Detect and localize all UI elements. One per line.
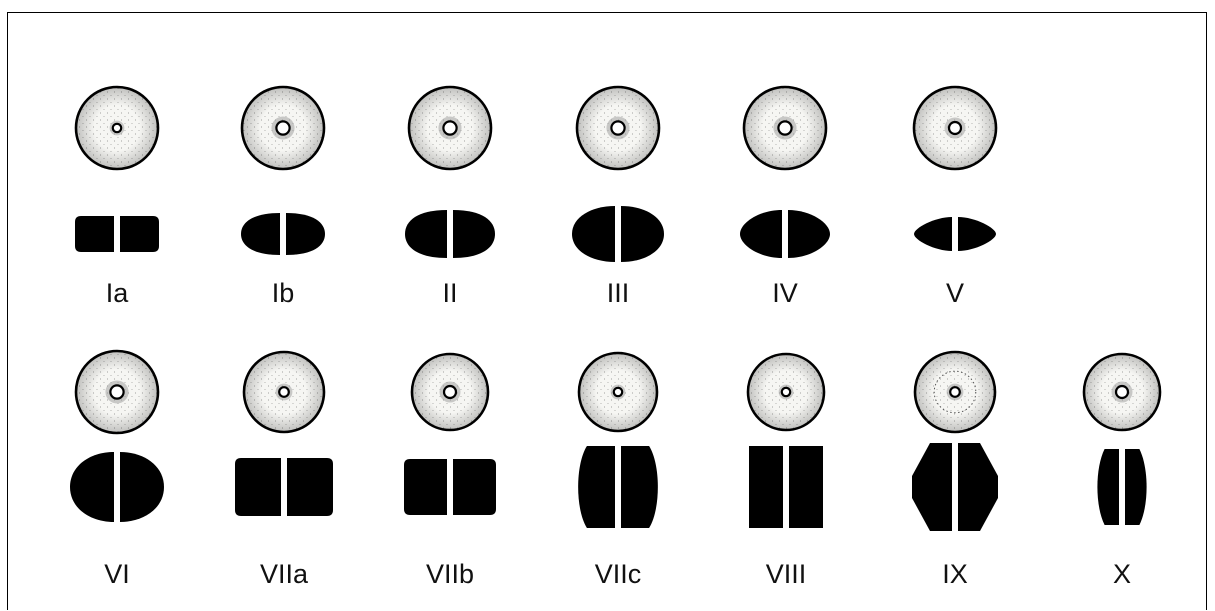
- bead-type-viii: [746, 352, 826, 528]
- bead-type-label: VIIc: [594, 559, 642, 589]
- bead-type-label: IX: [942, 559, 968, 589]
- bead-type-iv: [740, 85, 830, 258]
- bead-type-label: X: [1112, 559, 1131, 589]
- bead-type-label: II: [442, 278, 458, 308]
- bead-type-label: VIII: [765, 559, 807, 589]
- bead-profile: [70, 452, 164, 522]
- bead-profile: [914, 217, 996, 251]
- bead-top-view: [410, 352, 490, 432]
- bead-top-view: [912, 85, 998, 171]
- bead-profile: [912, 443, 998, 531]
- bead-profile: [404, 459, 496, 515]
- bead-type-x: [1082, 352, 1162, 525]
- bead-top-view: [240, 85, 326, 171]
- bead-top-view: [407, 85, 493, 171]
- bead-type-label: VI: [104, 559, 130, 589]
- bead-profile: [75, 216, 159, 252]
- bead-top-view: [913, 350, 997, 434]
- bead-top-view: [74, 85, 160, 171]
- bead-profile: [235, 458, 333, 516]
- bead-profile: [572, 206, 664, 262]
- bead-top-view: [577, 351, 659, 433]
- bead-type-ib: [240, 85, 326, 255]
- bead-top-view: [746, 352, 826, 432]
- bead-type-label: V: [945, 278, 964, 308]
- bead-type-viic: [577, 351, 659, 528]
- bead-profile: [405, 210, 495, 258]
- bead-profile: [1097, 449, 1147, 525]
- bead-type-ii: [405, 85, 495, 258]
- bead-top-view: [1082, 352, 1162, 432]
- bead-drawings: [70, 85, 1162, 531]
- bead-type-vi: [70, 349, 164, 522]
- bead-top-view: [575, 85, 661, 171]
- bead-type-label: Ia: [105, 278, 129, 308]
- bead-profile: [740, 210, 830, 258]
- bead-type-label: VIIa: [259, 559, 309, 589]
- bead-type-viib: [404, 352, 496, 515]
- bead-type-v: [912, 85, 998, 251]
- bead-type-label: VIIb: [425, 559, 475, 589]
- bead-type-label: Ib: [271, 278, 295, 308]
- bead-profile: [578, 446, 658, 528]
- bead-type-viia: [235, 350, 333, 516]
- bead-profile: [241, 213, 325, 255]
- bead-profile: [749, 446, 823, 528]
- bead-type-label: III: [606, 278, 630, 308]
- bead-type-ix: [912, 350, 998, 531]
- bead-top-view: [742, 85, 828, 171]
- bead-type-label: IV: [772, 278, 798, 308]
- bead-type-ia: [74, 85, 160, 252]
- bead-top-view: [242, 350, 326, 434]
- bead-top-view: [74, 349, 160, 435]
- bead-type-iii: [572, 85, 664, 262]
